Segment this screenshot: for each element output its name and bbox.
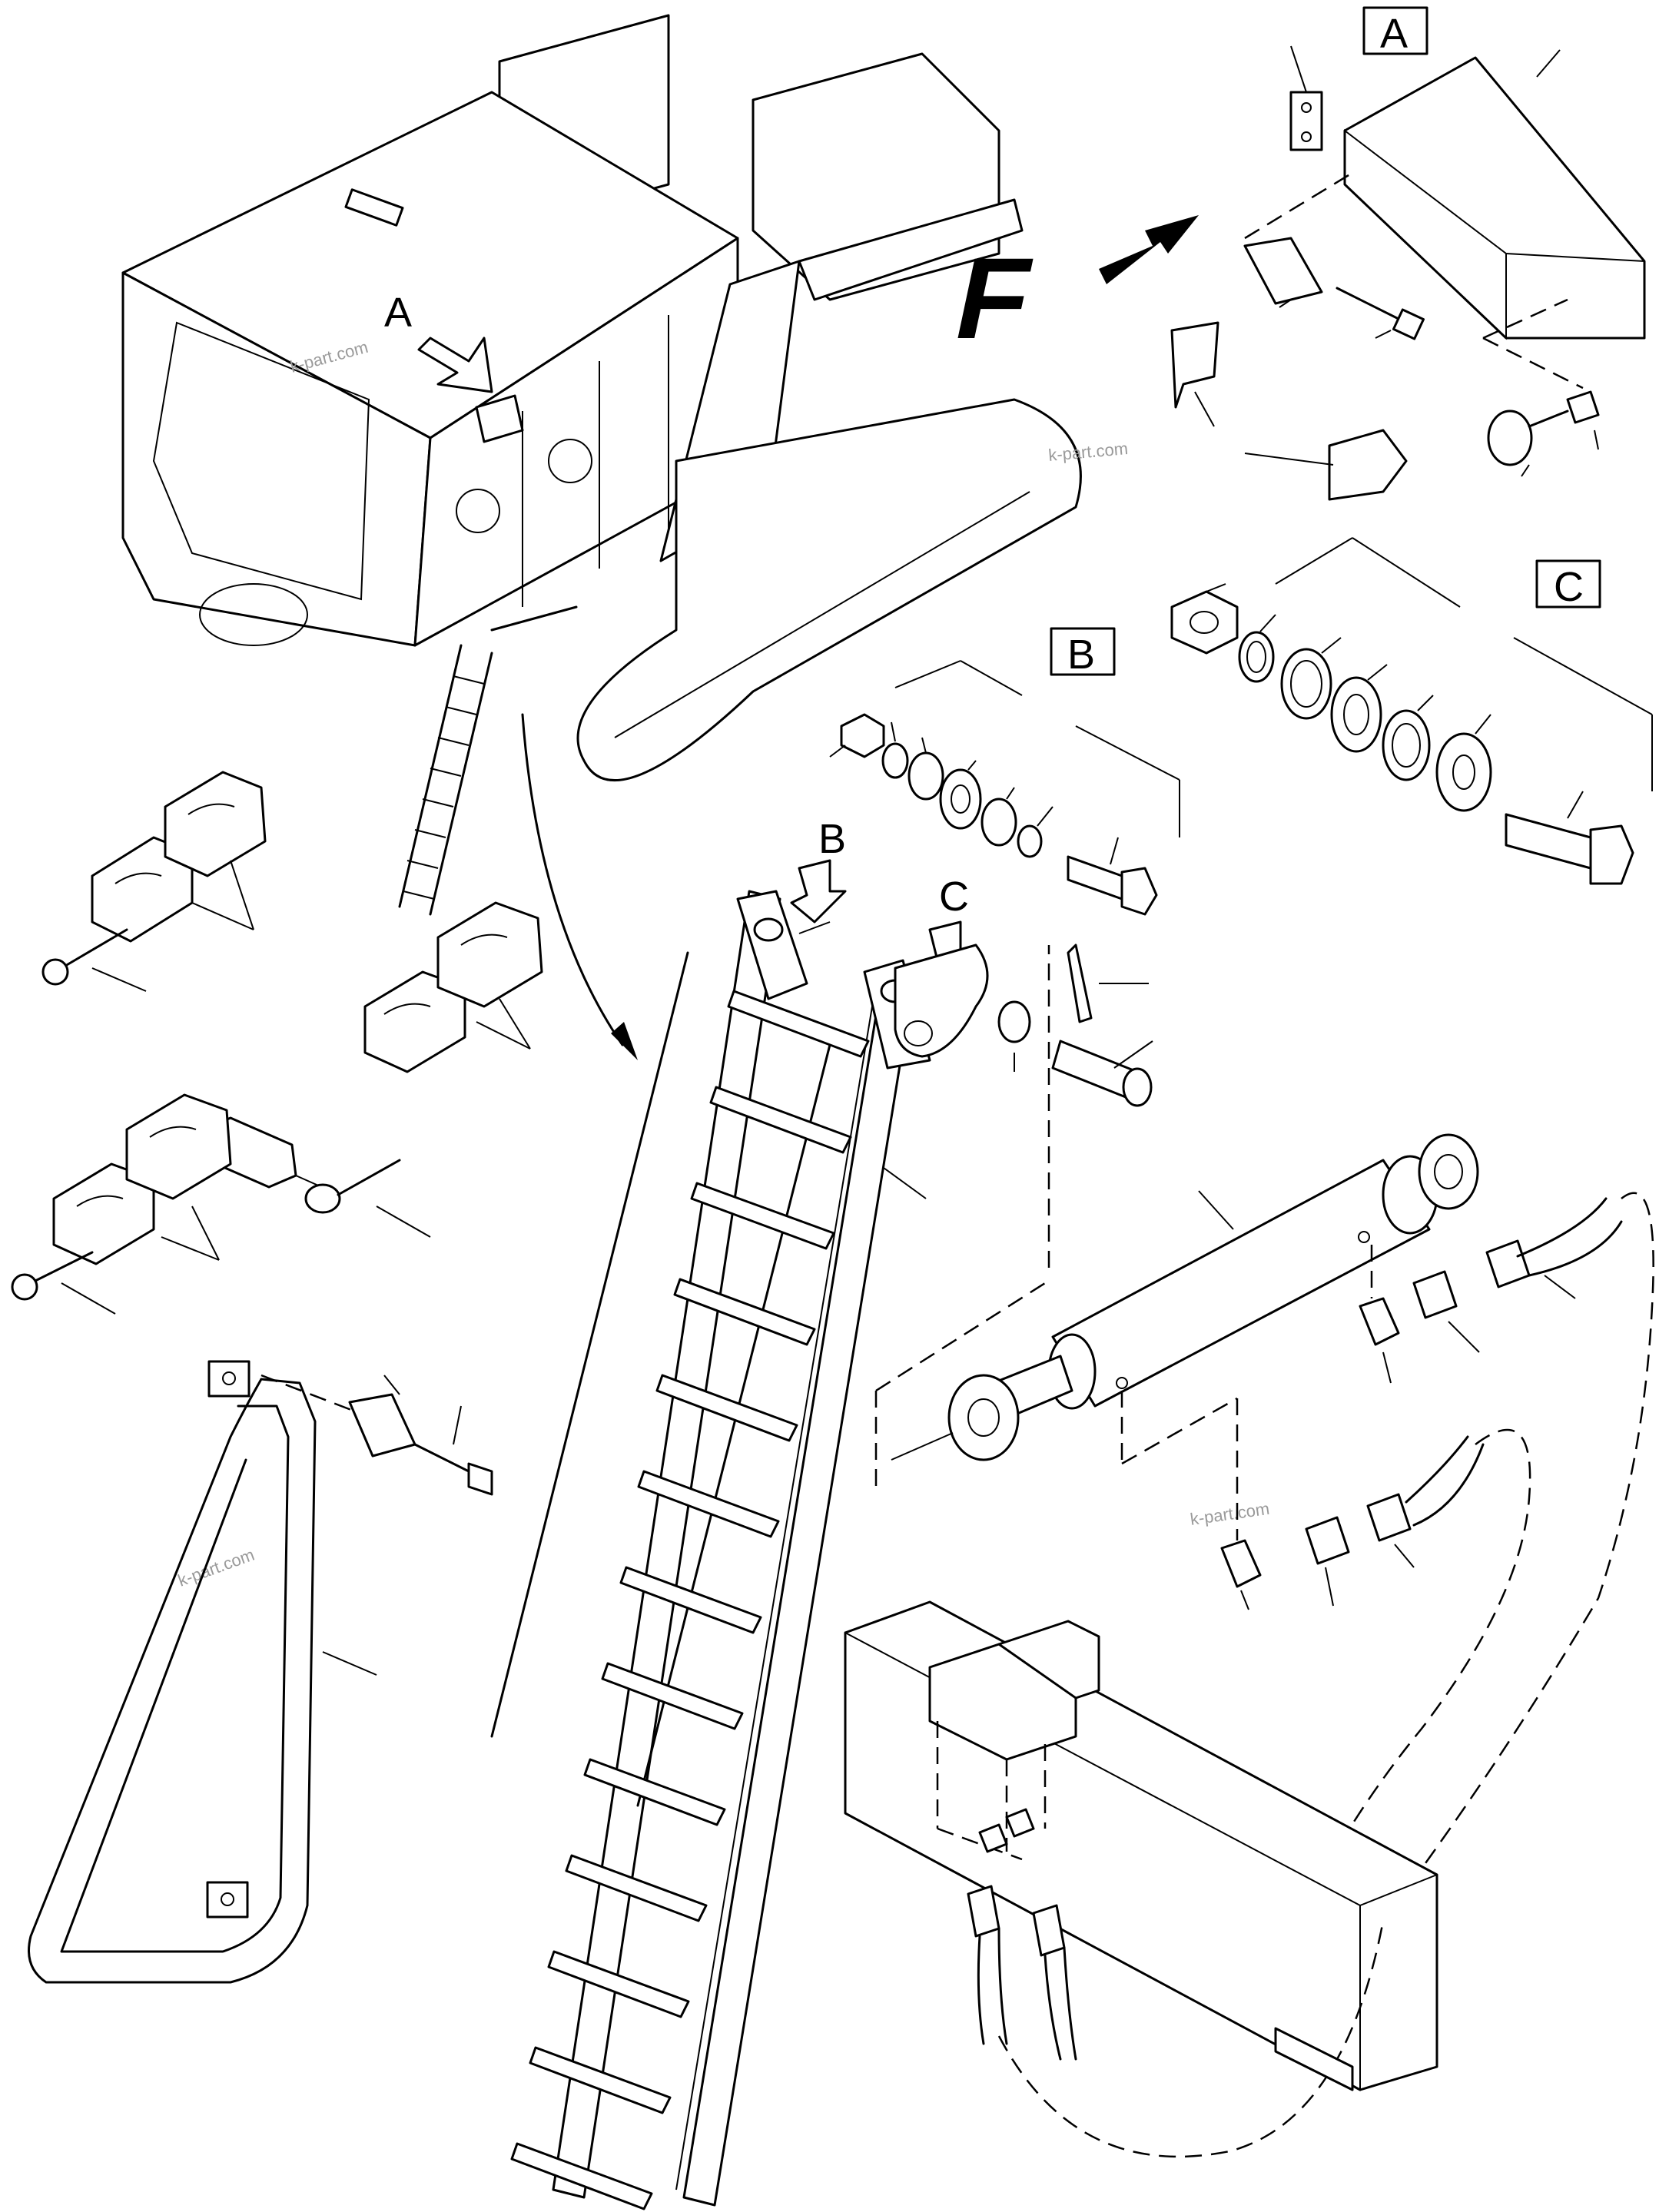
- detail-c: C: [1170, 537, 1653, 885]
- guard-rail: [28, 1360, 493, 1984]
- detail-box-a-frame: [1362, 6, 1428, 55]
- clamp-set-middle: [202, 901, 543, 1238]
- clamp-set-lower: [11, 1093, 232, 1315]
- clamp-set-upper: [41, 771, 267, 992]
- watermark-3: k-part.com: [175, 1545, 257, 1590]
- ladder-rungs: [510, 990, 870, 2210]
- detail-b: B: [829, 627, 1180, 916]
- lower-frame: [844, 1600, 1438, 2158]
- detail-a: A: [1170, 6, 1646, 501]
- detail-box-b: B: [1067, 632, 1095, 678]
- view-label-b: B: [818, 816, 846, 862]
- view-label-c: C: [939, 874, 969, 920]
- direction-indicator: F: [945, 215, 1199, 363]
- detail-box-b-frame: [1050, 627, 1116, 676]
- machine-overview: [121, 14, 1082, 1060]
- watermark-4: k-part.com: [1189, 1499, 1270, 1529]
- detail-box-c-frame: [1535, 559, 1601, 609]
- detail-box-a: A: [1380, 11, 1408, 57]
- view-label-a: A: [384, 290, 412, 336]
- detail-box-c: C: [1554, 564, 1584, 610]
- small-ladder: [398, 605, 578, 916]
- main-ladder: [490, 859, 1153, 2210]
- hydraulic-cylinder: [874, 945, 1654, 1922]
